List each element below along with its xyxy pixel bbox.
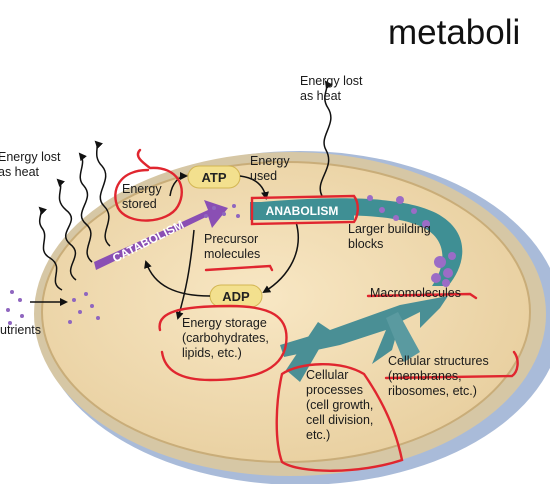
red-annotations [114, 148, 519, 472]
cellular-structures-text: Cellular structures (membranes, ribosome… [388, 354, 489, 398]
nutrients-text: utrients [0, 323, 41, 337]
energy-used-text: Energy used [250, 154, 290, 183]
adp-text: ADP [222, 289, 250, 304]
macromolecule-arrow-band [280, 296, 448, 364]
label-cellular-processes: Cellular processes (cell growth, cell di… [306, 368, 373, 443]
underline-precursor [204, 264, 274, 272]
catabolism-band [94, 200, 228, 270]
arrow-to-structures [386, 312, 420, 362]
box-processes [275, 363, 404, 472]
cellular-processes-text: Cellular processes (cell growth, cell di… [306, 368, 374, 442]
label-energy-stored: Energy stored [122, 182, 162, 212]
box-anabolism [250, 194, 359, 226]
macromolecule-blobs [367, 195, 456, 287]
circle-energy-storage [158, 304, 288, 382]
label-energy-lost-top: Energy lost as heat [300, 74, 363, 104]
label-energy-storage: Energy storage (carbohydrates, lipids, e… [182, 316, 269, 361]
label-energy-lost-left: Energy lost as heat [0, 150, 61, 180]
macromolecules-text: Macromolecules [370, 286, 462, 300]
energy-lost-left-text: Energy lost as heat [0, 150, 61, 179]
underline-macromolecules [366, 292, 478, 300]
energy-stored-text: Energy stored [122, 182, 162, 211]
precursor-text: Precursor molecules [204, 232, 261, 261]
atp-text: ATP [201, 170, 226, 185]
circle-energy-stored [114, 148, 183, 222]
energy-storage-text: Energy storage (carbohydrates, lipids, e… [182, 316, 269, 360]
larger-blocks-text: Larger building blocks [348, 222, 431, 251]
label-cellular-structures: Cellular structures (membranes, ribosome… [388, 354, 489, 399]
energy-lost-top-text: Energy lost as heat [300, 74, 363, 103]
label-precursor-molecules: Precursor molecules [204, 232, 260, 262]
hook-structures [384, 350, 519, 380]
label-nutrients: utrients [0, 323, 41, 338]
label-macromolecules: Macromolecules [370, 286, 461, 301]
atp-pill [187, 165, 241, 189]
slide-title: metaboli [388, 13, 521, 52]
label-larger-building-blocks: Larger building blocks [348, 222, 431, 252]
label-energy-used: Energy used [250, 154, 290, 184]
flow-arrows [30, 172, 299, 320]
heat-arrows [38, 80, 333, 291]
nutrient-dots [6, 204, 240, 325]
anabolism-text: ANABOLISM [266, 204, 339, 218]
anabolism-label-box [250, 202, 354, 220]
anabolism-band [250, 198, 463, 286]
